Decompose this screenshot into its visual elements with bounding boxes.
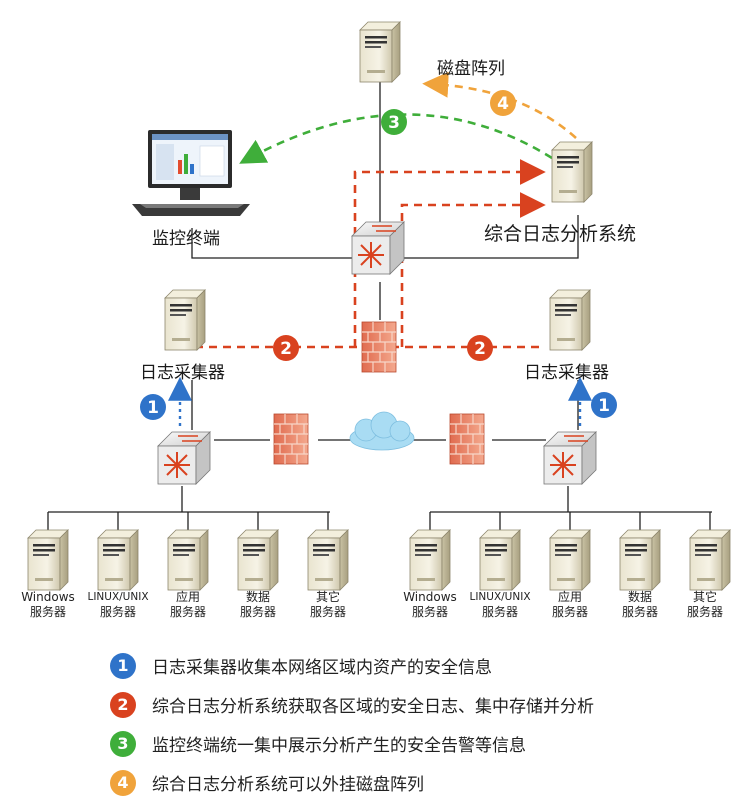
badge-4-num: 4 — [497, 94, 509, 114]
legend: 1 日志采集器收集本网络区域内资产的安全信息 2 综合日志分析系统获取各区域的安… — [110, 646, 730, 802]
storage-label: 磁盘阵列 — [437, 59, 505, 79]
badge-4 — [490, 90, 516, 116]
legend-text: 监控终端统一集中展示分析产生的安全告警等信息 — [152, 736, 526, 756]
analysis-label: 综合日志分析系统 — [484, 223, 637, 245]
network-diagram: 3 4 2 2 1 1 磁盘阵列 监控终端 综合日志分析系统 日志采集器 日志采… — [21, 21, 731, 619]
right-firewall-icon — [449, 413, 485, 465]
core-firewall-icon — [361, 321, 397, 373]
server-label: 数据服务器 — [621, 590, 658, 619]
network-links — [47, 80, 712, 532]
left-firewall-icon — [273, 413, 309, 465]
badge-2-left — [273, 335, 299, 361]
badge-1-left-num: 1 — [147, 398, 159, 418]
badge-2-left-num: 2 — [280, 339, 292, 359]
legend-item: 2 综合日志分析系统获取各区域的安全日志、集中存储并分析 — [110, 685, 730, 724]
collector-right-icon — [549, 289, 591, 351]
badge-1-left — [140, 394, 166, 420]
server-label: 其它服务器 — [686, 590, 723, 619]
legend-item: 4 综合日志分析系统可以外挂磁盘阵列 — [110, 763, 730, 802]
analysis-system-icon — [551, 141, 593, 203]
legend-text: 综合日志分析系统获取各区域的安全日志、集中存储并分析 — [152, 697, 594, 717]
badge-1-right-num: 1 — [598, 396, 610, 416]
server-label: 数据服务器 — [239, 590, 276, 619]
badge-3 — [381, 109, 407, 135]
left-switch-icon — [157, 431, 211, 485]
legend-badge-3: 3 — [110, 730, 136, 757]
legend-badge-2: 2 — [110, 691, 136, 718]
server-label: 应用服务器 — [169, 590, 206, 619]
collector-left-icon — [164, 289, 206, 351]
core-switch-icon — [351, 221, 405, 275]
collector-left-label: 日志采集器 — [140, 363, 225, 383]
server-label: 其它服务器 — [309, 590, 346, 619]
badge-2-right-num: 2 — [474, 339, 486, 359]
collector-right-label: 日志采集器 — [524, 363, 609, 383]
legend-item: 1 日志采集器收集本网络区域内资产的安全信息 — [110, 646, 730, 685]
storage-array-icon — [359, 21, 401, 83]
badge-1-right — [591, 392, 617, 418]
server-label: 应用服务器 — [551, 590, 588, 619]
right-switch-icon — [543, 431, 597, 485]
legend-badge-1: 1 — [110, 652, 136, 679]
legend-badge-4: 4 — [110, 769, 136, 796]
internet-cloud-icon — [349, 411, 415, 451]
badge-2-right — [467, 335, 493, 361]
legend-item: 3 监控终端统一集中展示分析产生的安全告警等信息 — [110, 724, 730, 763]
monitor-terminal-icon — [132, 130, 250, 216]
legend-text: 综合日志分析系统可以外挂磁盘阵列 — [152, 775, 424, 795]
monitor-label: 监控终端 — [152, 229, 220, 249]
legend-text: 日志采集器收集本网络区域内资产的安全信息 — [152, 658, 492, 678]
badge-3-num: 3 — [388, 113, 400, 133]
